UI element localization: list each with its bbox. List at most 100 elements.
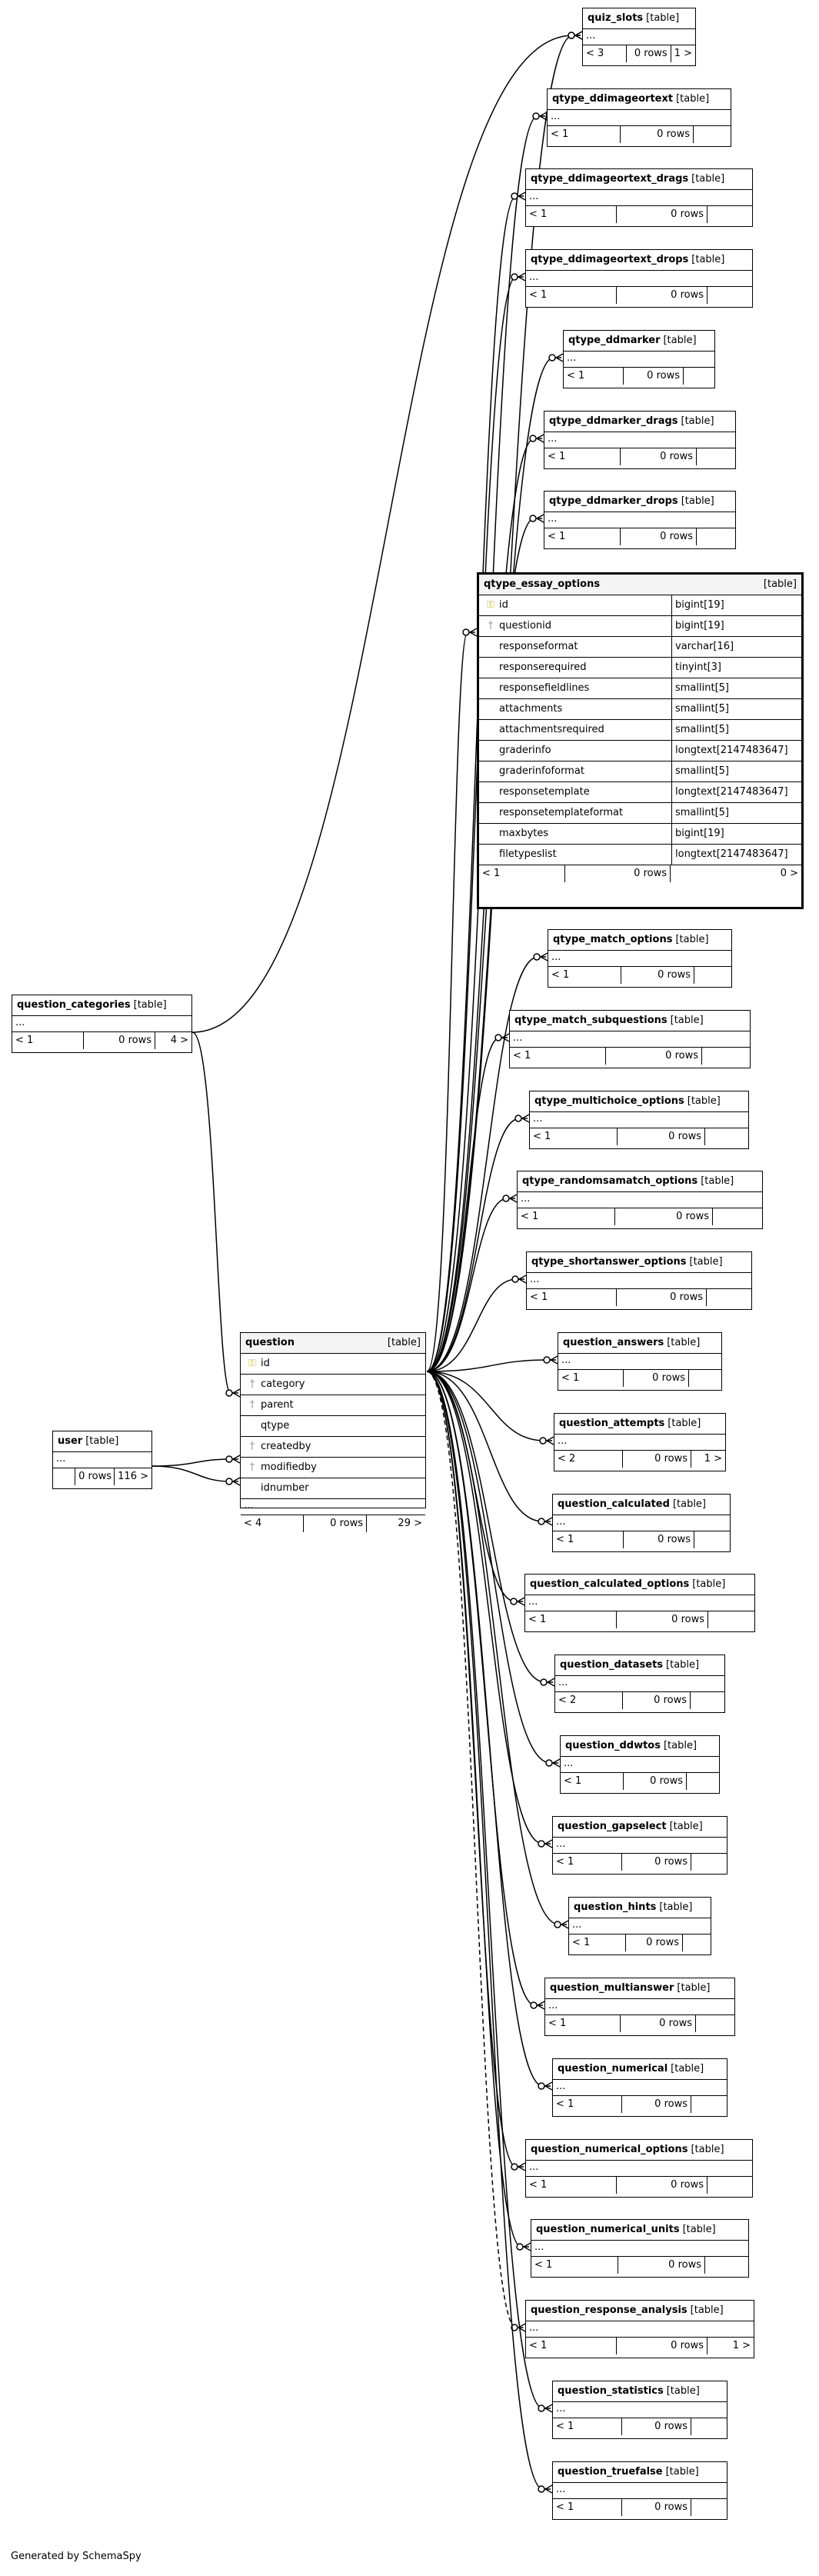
- crows-foot-marker: [561, 1920, 569, 1929]
- column-name: questionid: [499, 620, 552, 632]
- more-columns: ...: [583, 29, 695, 45]
- table-name: question_attempts: [559, 1418, 665, 1429]
- relationship-line-qtype-essay-options: [426, 632, 475, 1372]
- foreign-key-icon: †: [249, 1378, 255, 1390]
- table-header: question_gapselect[table]: [553, 1817, 727, 1838]
- table-qtype-randomsamatch-options[interactable]: qtype_randomsamatch_options[table]...< 1…: [517, 1171, 763, 1229]
- crows-foot-marker: [232, 1388, 241, 1398]
- table-header: qtype_ddmarker_drops[table]: [544, 492, 735, 512]
- column-type: longtext[2147483647]: [671, 845, 788, 865]
- table-question-calculated-options[interactable]: question_calculated_options[table]...< 1…: [524, 1574, 755, 1632]
- parents-count: < 1: [558, 1370, 624, 1387]
- table-name: qtype_ddimageortext_drops: [531, 254, 689, 265]
- crows-foot-marker: [232, 1477, 241, 1486]
- table-name: question_numerical_units: [536, 2224, 680, 2235]
- column-type: smallint[5]: [671, 678, 729, 698]
- children-count: [702, 1048, 750, 1065]
- table-header: qtype_randomsamatch_options[table]: [518, 1171, 762, 1192]
- column-type: smallint[5]: [671, 803, 729, 823]
- column-name: responseformat: [499, 641, 578, 652]
- row-count: 0 rows: [617, 287, 707, 304]
- relationship-line-question-response-analysis: [426, 1371, 524, 2328]
- children-count: [694, 1531, 730, 1548]
- children-count: [708, 1611, 754, 1628]
- parents-count: < 1: [553, 2499, 622, 2516]
- optional-many-marker: [529, 515, 537, 522]
- children-count: [697, 528, 735, 545]
- parents-count: < 1: [12, 1032, 84, 1049]
- row-count: 0 rows: [623, 1451, 691, 1468]
- table-name: question_statistics: [558, 2385, 664, 2397]
- row-count: 0 rows: [618, 2257, 705, 2274]
- generated-by-label: Generated by SchemaSpy: [11, 2551, 141, 2562]
- children-count: [694, 967, 731, 984]
- table-type: [table]: [666, 2385, 700, 2397]
- more-columns: ...: [553, 2483, 727, 2499]
- relationship-line-question-datasets: [426, 1371, 553, 1683]
- parents-count: < 1: [553, 2418, 622, 2435]
- row-count: 0 rows: [624, 1773, 687, 1790]
- optional-many-marker: [514, 1115, 522, 1122]
- column-row: †createdby: [241, 1437, 425, 1458]
- table-type: [table]: [677, 1982, 711, 1994]
- relationship-line-qtype-shortanswer-options: [426, 1278, 524, 1372]
- parents-count: < 1: [530, 1128, 618, 1145]
- column-type: bigint[19]: [671, 595, 724, 615]
- column-type: longtext[2147483647]: [671, 741, 788, 761]
- parents-count: < 1: [525, 1611, 617, 1628]
- column-row: ⚿id: [241, 1354, 425, 1375]
- parents-count: < 1: [548, 126, 621, 143]
- table-type: [table]: [681, 495, 714, 507]
- table-header: qtype_ddmarker[table]: [564, 331, 714, 352]
- table-type: [table]: [691, 173, 725, 185]
- table-header: question_answers[table]: [558, 1333, 721, 1354]
- relationship-line-question-createdby: [151, 1458, 238, 1467]
- crows-foot-marker: [232, 1455, 241, 1464]
- table-header: question_statistics[table]: [553, 2381, 727, 2402]
- more-columns: ...: [531, 2241, 748, 2257]
- optional-many-marker: [540, 1678, 548, 1686]
- optional-many-marker: [538, 1518, 545, 1525]
- optional-many-marker: [538, 2404, 545, 2412]
- children-count: 1 >: [732, 2340, 751, 2351]
- parents-count: < 1: [544, 528, 621, 545]
- optional-many-marker: [510, 1598, 518, 1605]
